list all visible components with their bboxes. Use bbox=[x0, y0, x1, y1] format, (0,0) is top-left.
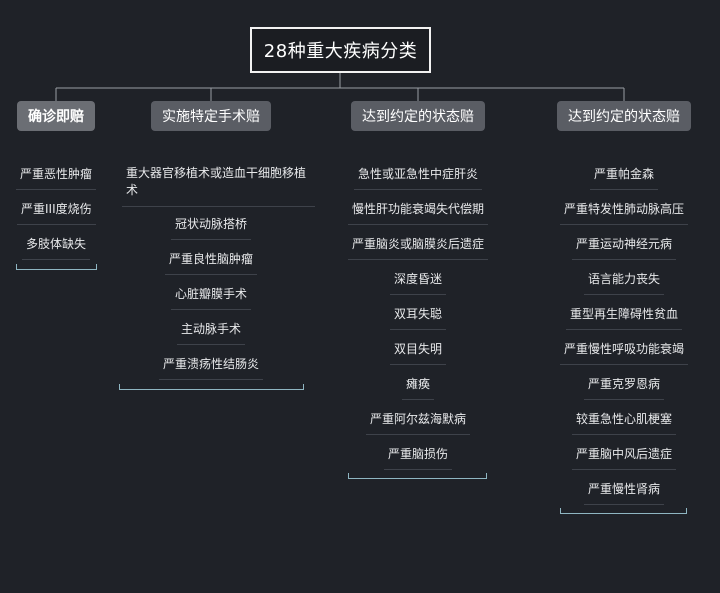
item-underline bbox=[584, 399, 665, 400]
disease-label: 严重恶性肿瘤 bbox=[20, 167, 93, 181]
disease-item: 严重III度烧伤 bbox=[17, 200, 96, 225]
disease-label: 重大器官移植术或造血干细胞移植术 bbox=[126, 166, 307, 197]
item-underline bbox=[159, 379, 264, 380]
disease-item: 严重克罗恩病 bbox=[584, 375, 665, 400]
category-box-2: 实施特定手术赔 bbox=[151, 101, 271, 131]
disease-label: 重型再生障碍性贫血 bbox=[570, 307, 679, 321]
disease-item: 双耳失聪 bbox=[390, 305, 447, 330]
item-underline bbox=[17, 224, 96, 225]
category-box-1: 确诊即赔 bbox=[17, 101, 95, 131]
item-underline bbox=[177, 344, 246, 345]
root-title: 28种重大疾病分类 bbox=[250, 27, 431, 73]
disease-item: 瘫痪 bbox=[402, 375, 435, 400]
disease-item: 主动脉手术 bbox=[177, 320, 246, 345]
disease-label: 严重特发性肺动脉高压 bbox=[564, 202, 685, 216]
item-underline bbox=[572, 469, 677, 470]
disease-label: 较重急性心肌梗塞 bbox=[576, 412, 673, 426]
disease-item: 严重脑损伤 bbox=[384, 445, 453, 470]
disease-item: 严重慢性呼吸功能衰竭 bbox=[560, 340, 689, 365]
disease-item: 慢性肝功能衰竭失代偿期 bbox=[348, 200, 489, 225]
disease-label: 瘫痪 bbox=[406, 377, 431, 391]
item-underline bbox=[171, 309, 252, 310]
disease-label: 冠状动脉搭桥 bbox=[175, 217, 248, 231]
disease-label: 严重良性脑肿瘤 bbox=[169, 252, 254, 266]
item-underline bbox=[390, 329, 447, 330]
disease-item: 心脏瓣膜手术 bbox=[171, 285, 252, 310]
item-underline bbox=[572, 434, 677, 435]
disease-label: 心脏瓣膜手术 bbox=[175, 287, 248, 301]
item-underline bbox=[122, 206, 315, 207]
item-underline bbox=[390, 364, 447, 365]
item-underline bbox=[16, 189, 97, 190]
category-box-3: 达到约定的状态赔 bbox=[351, 101, 485, 131]
disease-label: 严重慢性呼吸功能衰竭 bbox=[564, 342, 685, 356]
disease-item: 严重阿尔兹海默病 bbox=[366, 410, 471, 435]
group-bracket bbox=[348, 473, 487, 479]
disease-label: 严重脑炎或脑膜炎后遗症 bbox=[352, 237, 485, 251]
item-underline bbox=[572, 259, 677, 260]
disease-item: 双目失明 bbox=[390, 340, 447, 365]
disease-label: 严重阿尔兹海默病 bbox=[370, 412, 467, 426]
disease-item: 深度昏迷 bbox=[390, 270, 447, 295]
item-underline bbox=[390, 294, 447, 295]
disease-item: 较重急性心肌梗塞 bbox=[572, 410, 677, 435]
item-underline bbox=[348, 224, 489, 225]
disease-label: 严重慢性肾病 bbox=[588, 482, 661, 496]
item-underline bbox=[348, 259, 489, 260]
disease-label: 严重脑损伤 bbox=[388, 447, 449, 461]
disease-item: 重大器官移植术或造血干细胞移植术 bbox=[122, 165, 315, 207]
disease-label: 多肢体缺失 bbox=[26, 237, 87, 251]
disease-label: 深度昏迷 bbox=[394, 272, 443, 286]
disease-label: 严重克罗恩病 bbox=[588, 377, 661, 391]
disease-item: 严重良性脑肿瘤 bbox=[165, 250, 258, 275]
item-underline bbox=[165, 274, 258, 275]
group-bracket bbox=[119, 384, 304, 390]
disease-item: 冠状动脉搭桥 bbox=[171, 215, 252, 240]
disease-item: 严重脑中风后遗症 bbox=[572, 445, 677, 470]
disease-label: 双耳失聪 bbox=[394, 307, 443, 321]
disease-item: 重型再生障碍性贫血 bbox=[566, 305, 683, 330]
category-box-4: 达到约定的状态赔 bbox=[557, 101, 691, 131]
disease-item: 严重慢性肾病 bbox=[584, 480, 665, 505]
item-underline bbox=[171, 239, 252, 240]
disease-label: 严重帕金森 bbox=[594, 167, 655, 181]
disease-label: 双目失明 bbox=[394, 342, 443, 356]
disease-label: 严重运动神经元病 bbox=[576, 237, 673, 251]
item-underline bbox=[366, 434, 471, 435]
item-underline bbox=[22, 259, 91, 260]
disease-item: 严重恶性肿瘤 bbox=[16, 165, 97, 190]
disease-label: 严重III度烧伤 bbox=[21, 202, 92, 216]
disease-label: 严重脑中风后遗症 bbox=[576, 447, 673, 461]
item-underline bbox=[590, 189, 659, 190]
item-underline bbox=[584, 504, 665, 505]
item-underline bbox=[566, 329, 683, 330]
disease-item: 语言能力丧失 bbox=[584, 270, 665, 295]
item-underline bbox=[354, 189, 483, 190]
disease-label: 语言能力丧失 bbox=[588, 272, 661, 286]
item-underline bbox=[560, 364, 689, 365]
group-bracket bbox=[560, 508, 687, 514]
disease-item: 严重溃疡性结肠炎 bbox=[159, 355, 264, 380]
disease-item: 急性或亚急性中症肝炎 bbox=[354, 165, 483, 190]
item-underline bbox=[584, 294, 665, 295]
disease-label: 急性或亚急性中症肝炎 bbox=[358, 167, 479, 181]
disease-item: 多肢体缺失 bbox=[22, 235, 91, 260]
disease-label: 严重溃疡性结肠炎 bbox=[163, 357, 260, 371]
disease-item: 严重运动神经元病 bbox=[572, 235, 677, 260]
disease-label: 主动脉手术 bbox=[181, 322, 242, 336]
disease-item: 严重帕金森 bbox=[590, 165, 659, 190]
disease-item: 严重脑炎或脑膜炎后遗症 bbox=[348, 235, 489, 260]
disease-label: 慢性肝功能衰竭失代偿期 bbox=[352, 202, 485, 216]
disease-item: 严重特发性肺动脉高压 bbox=[560, 200, 689, 225]
item-underline bbox=[402, 399, 435, 400]
item-underline bbox=[384, 469, 453, 470]
item-underline bbox=[560, 224, 689, 225]
group-bracket bbox=[16, 264, 97, 270]
